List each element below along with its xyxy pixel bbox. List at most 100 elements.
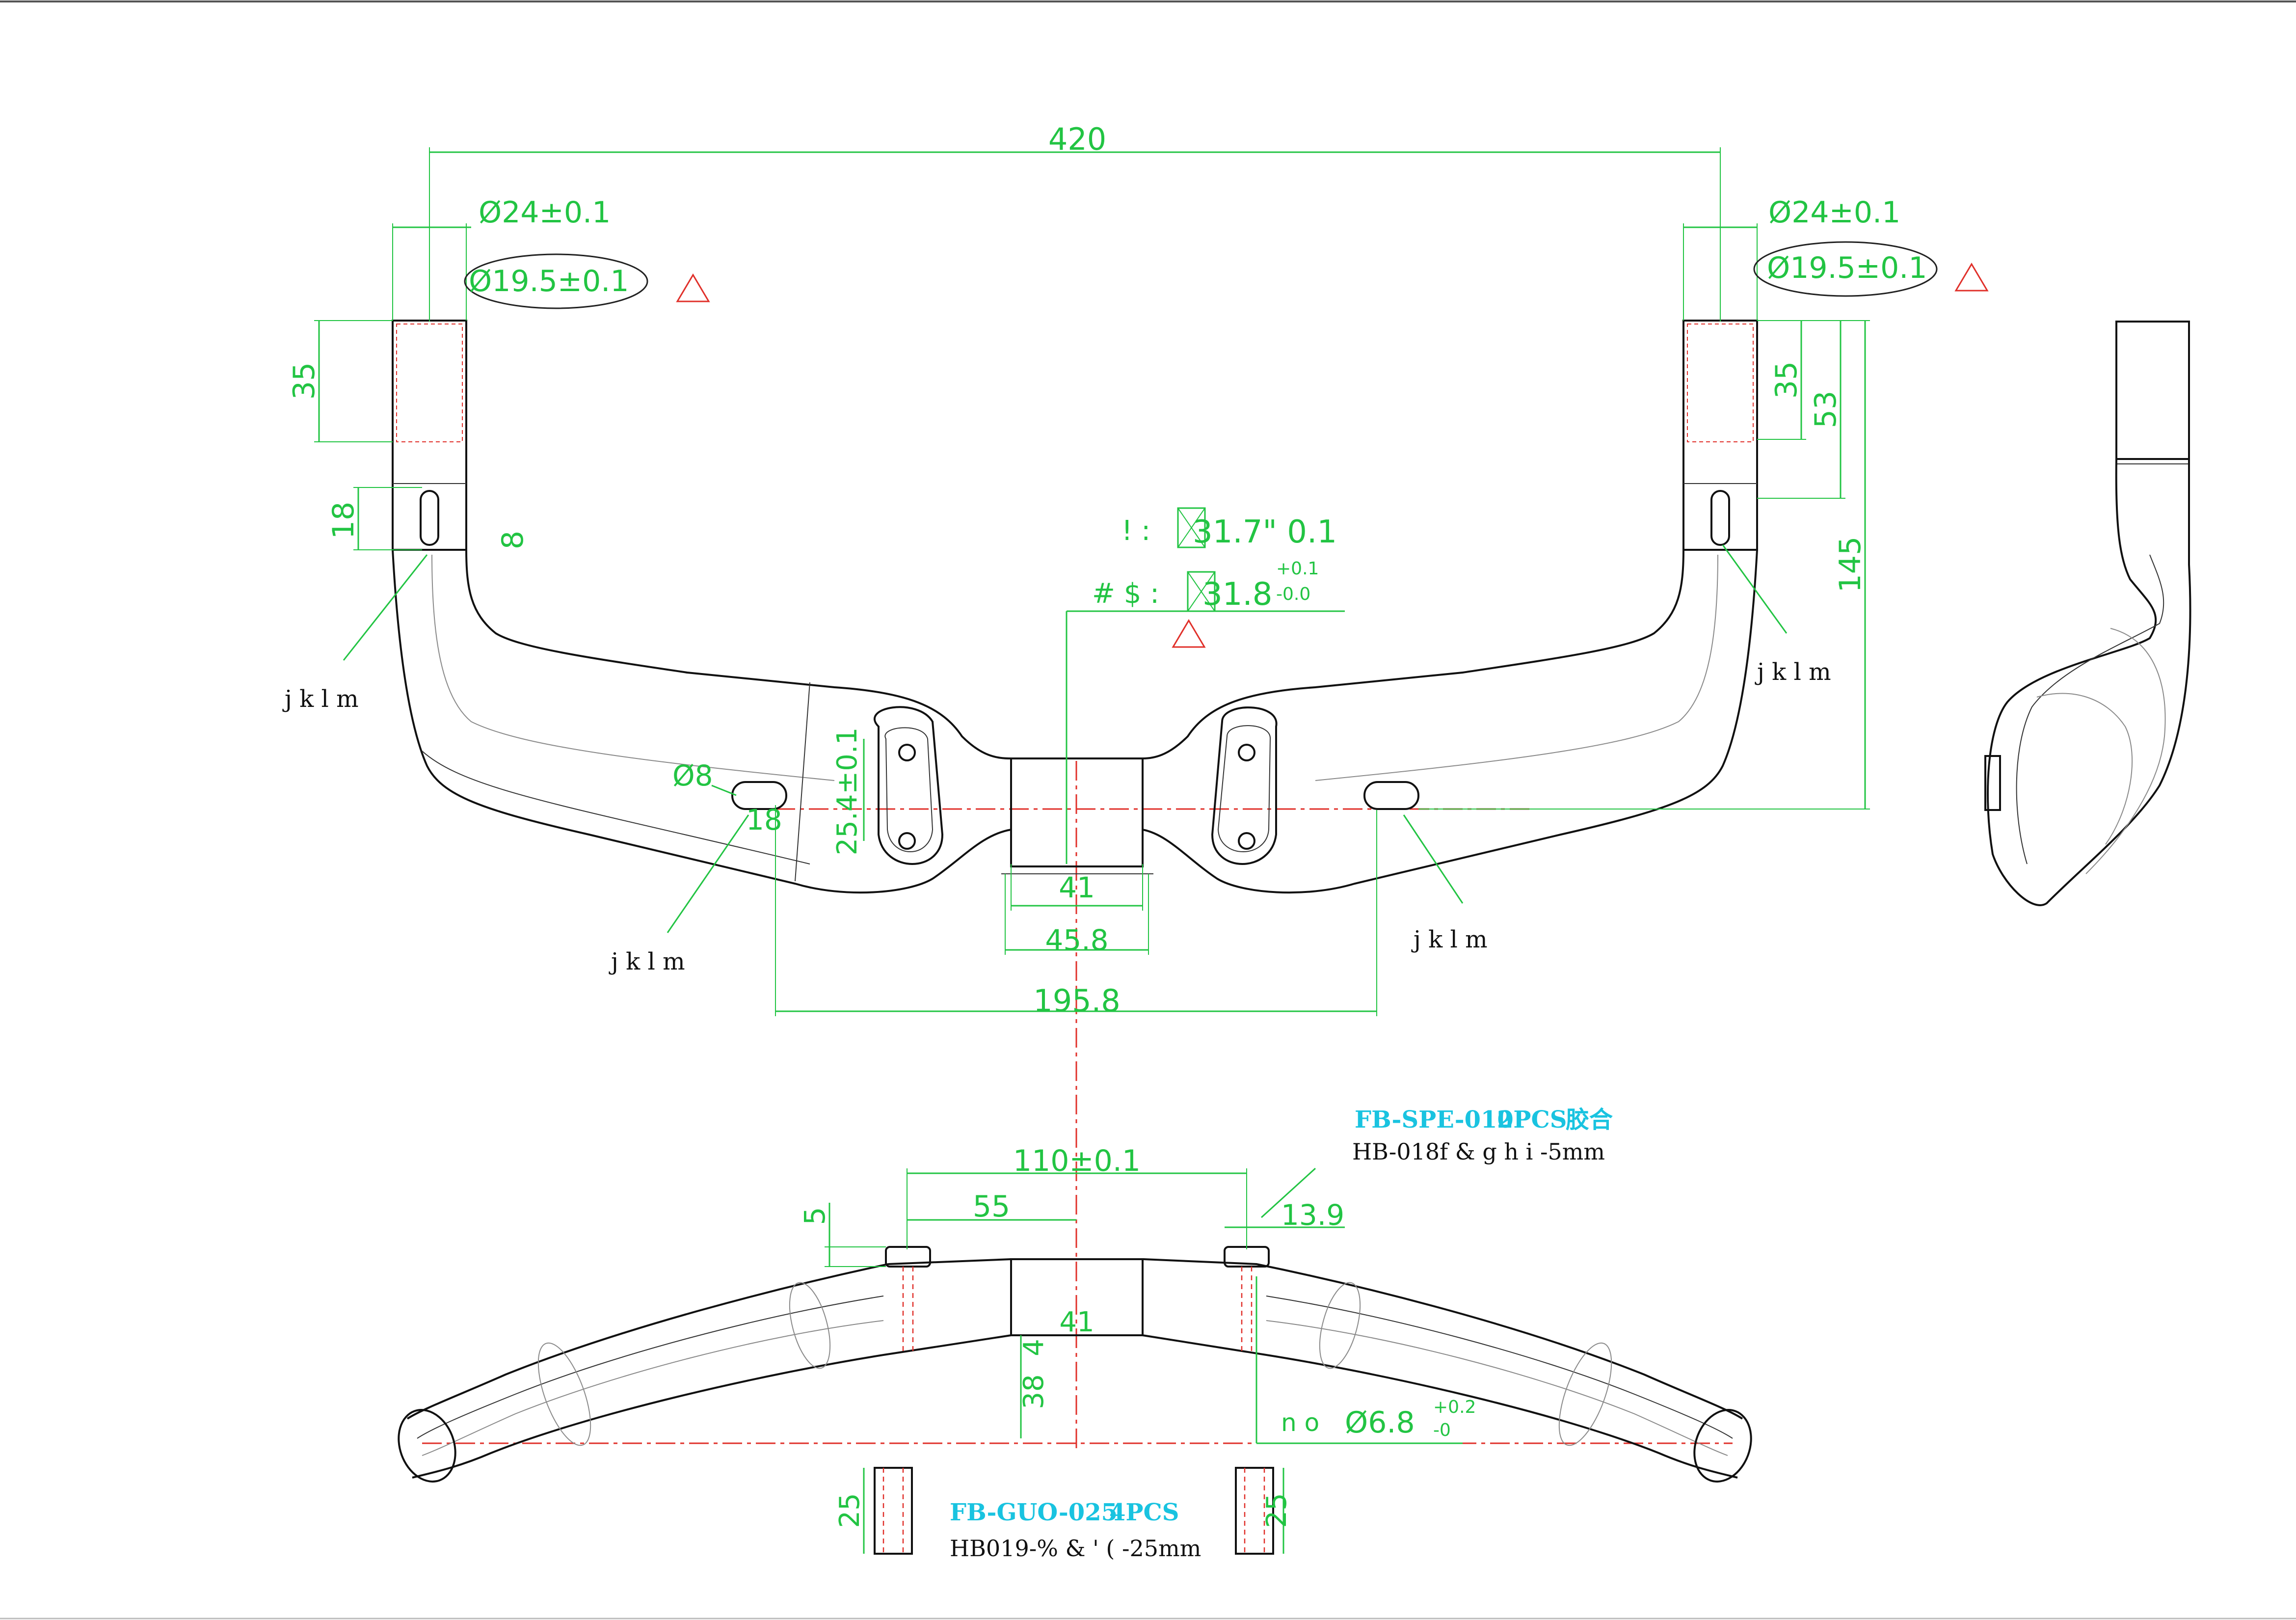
part-2-qty: 4PCS [1109, 1499, 1179, 1526]
right-end-length-dim: 35 [1769, 361, 1804, 399]
left-slot-width-dim: 8 [496, 531, 530, 549]
part-2-spec: HB019-% & ' ( -25mm [950, 1535, 1201, 1562]
clamp-spec-2-tol-upper: +0.1 [1276, 559, 1319, 579]
left-grip-insert [396, 324, 463, 442]
hole-tol-upper: +0.2 [1433, 1397, 1476, 1417]
top-view-left-riser [885, 1246, 931, 1268]
hole-tol-lower: -0 [1433, 1420, 1451, 1440]
clamp-spec-1-box [1177, 507, 1206, 548]
part-1-code: FB-SPE-010 [1355, 1106, 1514, 1134]
left-mount-hole-top [898, 744, 916, 761]
leader-part-1 [1260, 1167, 1316, 1218]
left-bar-midline [431, 554, 835, 781]
right-sleeve-len-dim: 25 [1261, 1493, 1293, 1528]
right-port-slot [1363, 781, 1419, 810]
right-grip-insert [1687, 324, 1754, 442]
top-view-labels: FB-SPE-010 2PCS 胶合 HB-018f & g h i -5mm … [798, 1106, 1613, 1562]
left-inner-dia-highlight [464, 253, 648, 309]
right-grip-length-dim: 53 [1809, 391, 1843, 428]
clamp-outer-dim: 45.8 [1045, 923, 1108, 957]
left-mount-boss-outer [874, 706, 944, 865]
part-1-note: 胶合 [1566, 1106, 1613, 1134]
top-view-rear-edge [888, 1258, 1743, 1420]
left-revision-triangle [676, 273, 710, 302]
left-sleeve-len-dim: 25 [834, 1493, 866, 1528]
half-span-dim: 55 [973, 1189, 1010, 1224]
top-view-right-joint-1 [1558, 1342, 1612, 1446]
clamp-spec-1-prefix: ! : [1121, 515, 1150, 547]
top-view-left-joint-1 [537, 1342, 591, 1446]
top-view-right-end [1693, 1409, 1752, 1483]
top-view-rear-edge-left [406, 1263, 889, 1420]
left-end-length-dim: 35 [287, 362, 321, 400]
right-lower-callout: j k l m [1411, 926, 1488, 953]
right-revision-triangle [1954, 263, 1989, 292]
front-view-labels: 420 Ø24±0.1 Ø19.5±0.1 35 18 8 Ø24±0.1 Ø1… [282, 121, 1927, 1019]
clamp-spec-1-value: 31.7" 0.1 [1193, 514, 1337, 550]
part-1-spec: HB-018f & g h i -5mm [1352, 1138, 1605, 1165]
right-bar-outer-edge [1142, 549, 1758, 894]
right-upper-callout: j k l m [1755, 658, 1831, 686]
left-slot-height-dim: 18 [326, 502, 361, 539]
left-lower-callout: j k l m [609, 948, 685, 975]
side-view-inner-curve-1 [2016, 554, 2164, 864]
hole-dia-dim: Ø6.8 [1345, 1405, 1415, 1440]
leader-port-dia [711, 784, 737, 796]
part-2-code: FB-GUO-025 [950, 1499, 1118, 1526]
depth-small-dim: 4 [1018, 1339, 1050, 1356]
right-bar-midline [1315, 554, 1718, 781]
side-view-drop [1987, 459, 2191, 906]
left-mount-boss-inner [884, 727, 934, 852]
side-view-inner-curve-3 [2036, 693, 2133, 845]
top-view-clamp [1010, 1258, 1144, 1336]
top-view-front-edge-right [1142, 1334, 1738, 1479]
mount-span-dim: 110±0.1 [1013, 1144, 1141, 1178]
leader-left-lower [667, 814, 749, 933]
left-grip-outline [392, 320, 467, 551]
left-bar-inner-edge [465, 549, 1012, 759]
left-mount-hole-bottom [898, 832, 916, 850]
right-mount-hole-bottom [1238, 832, 1255, 850]
left-outer-dia-dim: Ø24±0.1 [479, 195, 611, 230]
clamp-spec-2-tol-lower: -0.0 [1276, 584, 1310, 604]
left-bar-seam [795, 682, 810, 882]
clamp-spec-2-value: 31.8 [1202, 576, 1273, 613]
right-drop-dim: 145 [1833, 537, 1868, 593]
clamp-width-dim: 41 [1059, 871, 1095, 904]
right-slot [1710, 490, 1730, 546]
left-sleeve [874, 1467, 913, 1555]
top-view [398, 1167, 1752, 1555]
left-inner-dia-dim: Ø19.5±0.1 [469, 264, 629, 298]
right-inner-dia-highlight [1753, 241, 1938, 297]
left-bar-lower-line [422, 751, 810, 864]
clamp-spec-1-cross-b [1177, 508, 1205, 548]
clamp-revision-triangle [1172, 619, 1206, 648]
side-view-boss [1984, 755, 2001, 811]
leader-left-upper [343, 554, 428, 661]
right-sleeve [1235, 1467, 1274, 1555]
top-view-left-joint-2 [789, 1282, 831, 1369]
mount-spacing-dim: 25.4±0.1 [831, 728, 863, 856]
side-view-inner-curve-2 [2085, 628, 2166, 874]
depth-dim: 38 [1018, 1374, 1050, 1409]
left-port-slot [731, 781, 787, 810]
right-mount-boss-outer [1211, 706, 1278, 865]
right-bar-inner-edge [1142, 549, 1684, 759]
front-view [314, 147, 1989, 1448]
right-outer-dia-dim: Ø24±0.1 [1768, 195, 1900, 230]
right-mount-hole-top [1238, 744, 1255, 761]
clamp-spec-2-cross-b [1187, 571, 1215, 612]
top-view-front-edge-left [412, 1334, 1012, 1479]
riser-dim: 5 [798, 1207, 831, 1225]
left-bar-outer-edge [392, 549, 1012, 894]
clamp-spec-2-prefix: # $ : [1092, 578, 1159, 610]
side-view-grip [2115, 321, 2190, 460]
top-view-left-end [398, 1409, 456, 1483]
center-clamp [1010, 757, 1144, 867]
side-view [1984, 321, 2191, 906]
left-slot [420, 490, 439, 546]
top-view-detail-right [1266, 1320, 1728, 1456]
right-inner-dia-dim: Ø19.5±0.1 [1767, 251, 1927, 285]
hole-label: n o [1281, 1408, 1319, 1437]
